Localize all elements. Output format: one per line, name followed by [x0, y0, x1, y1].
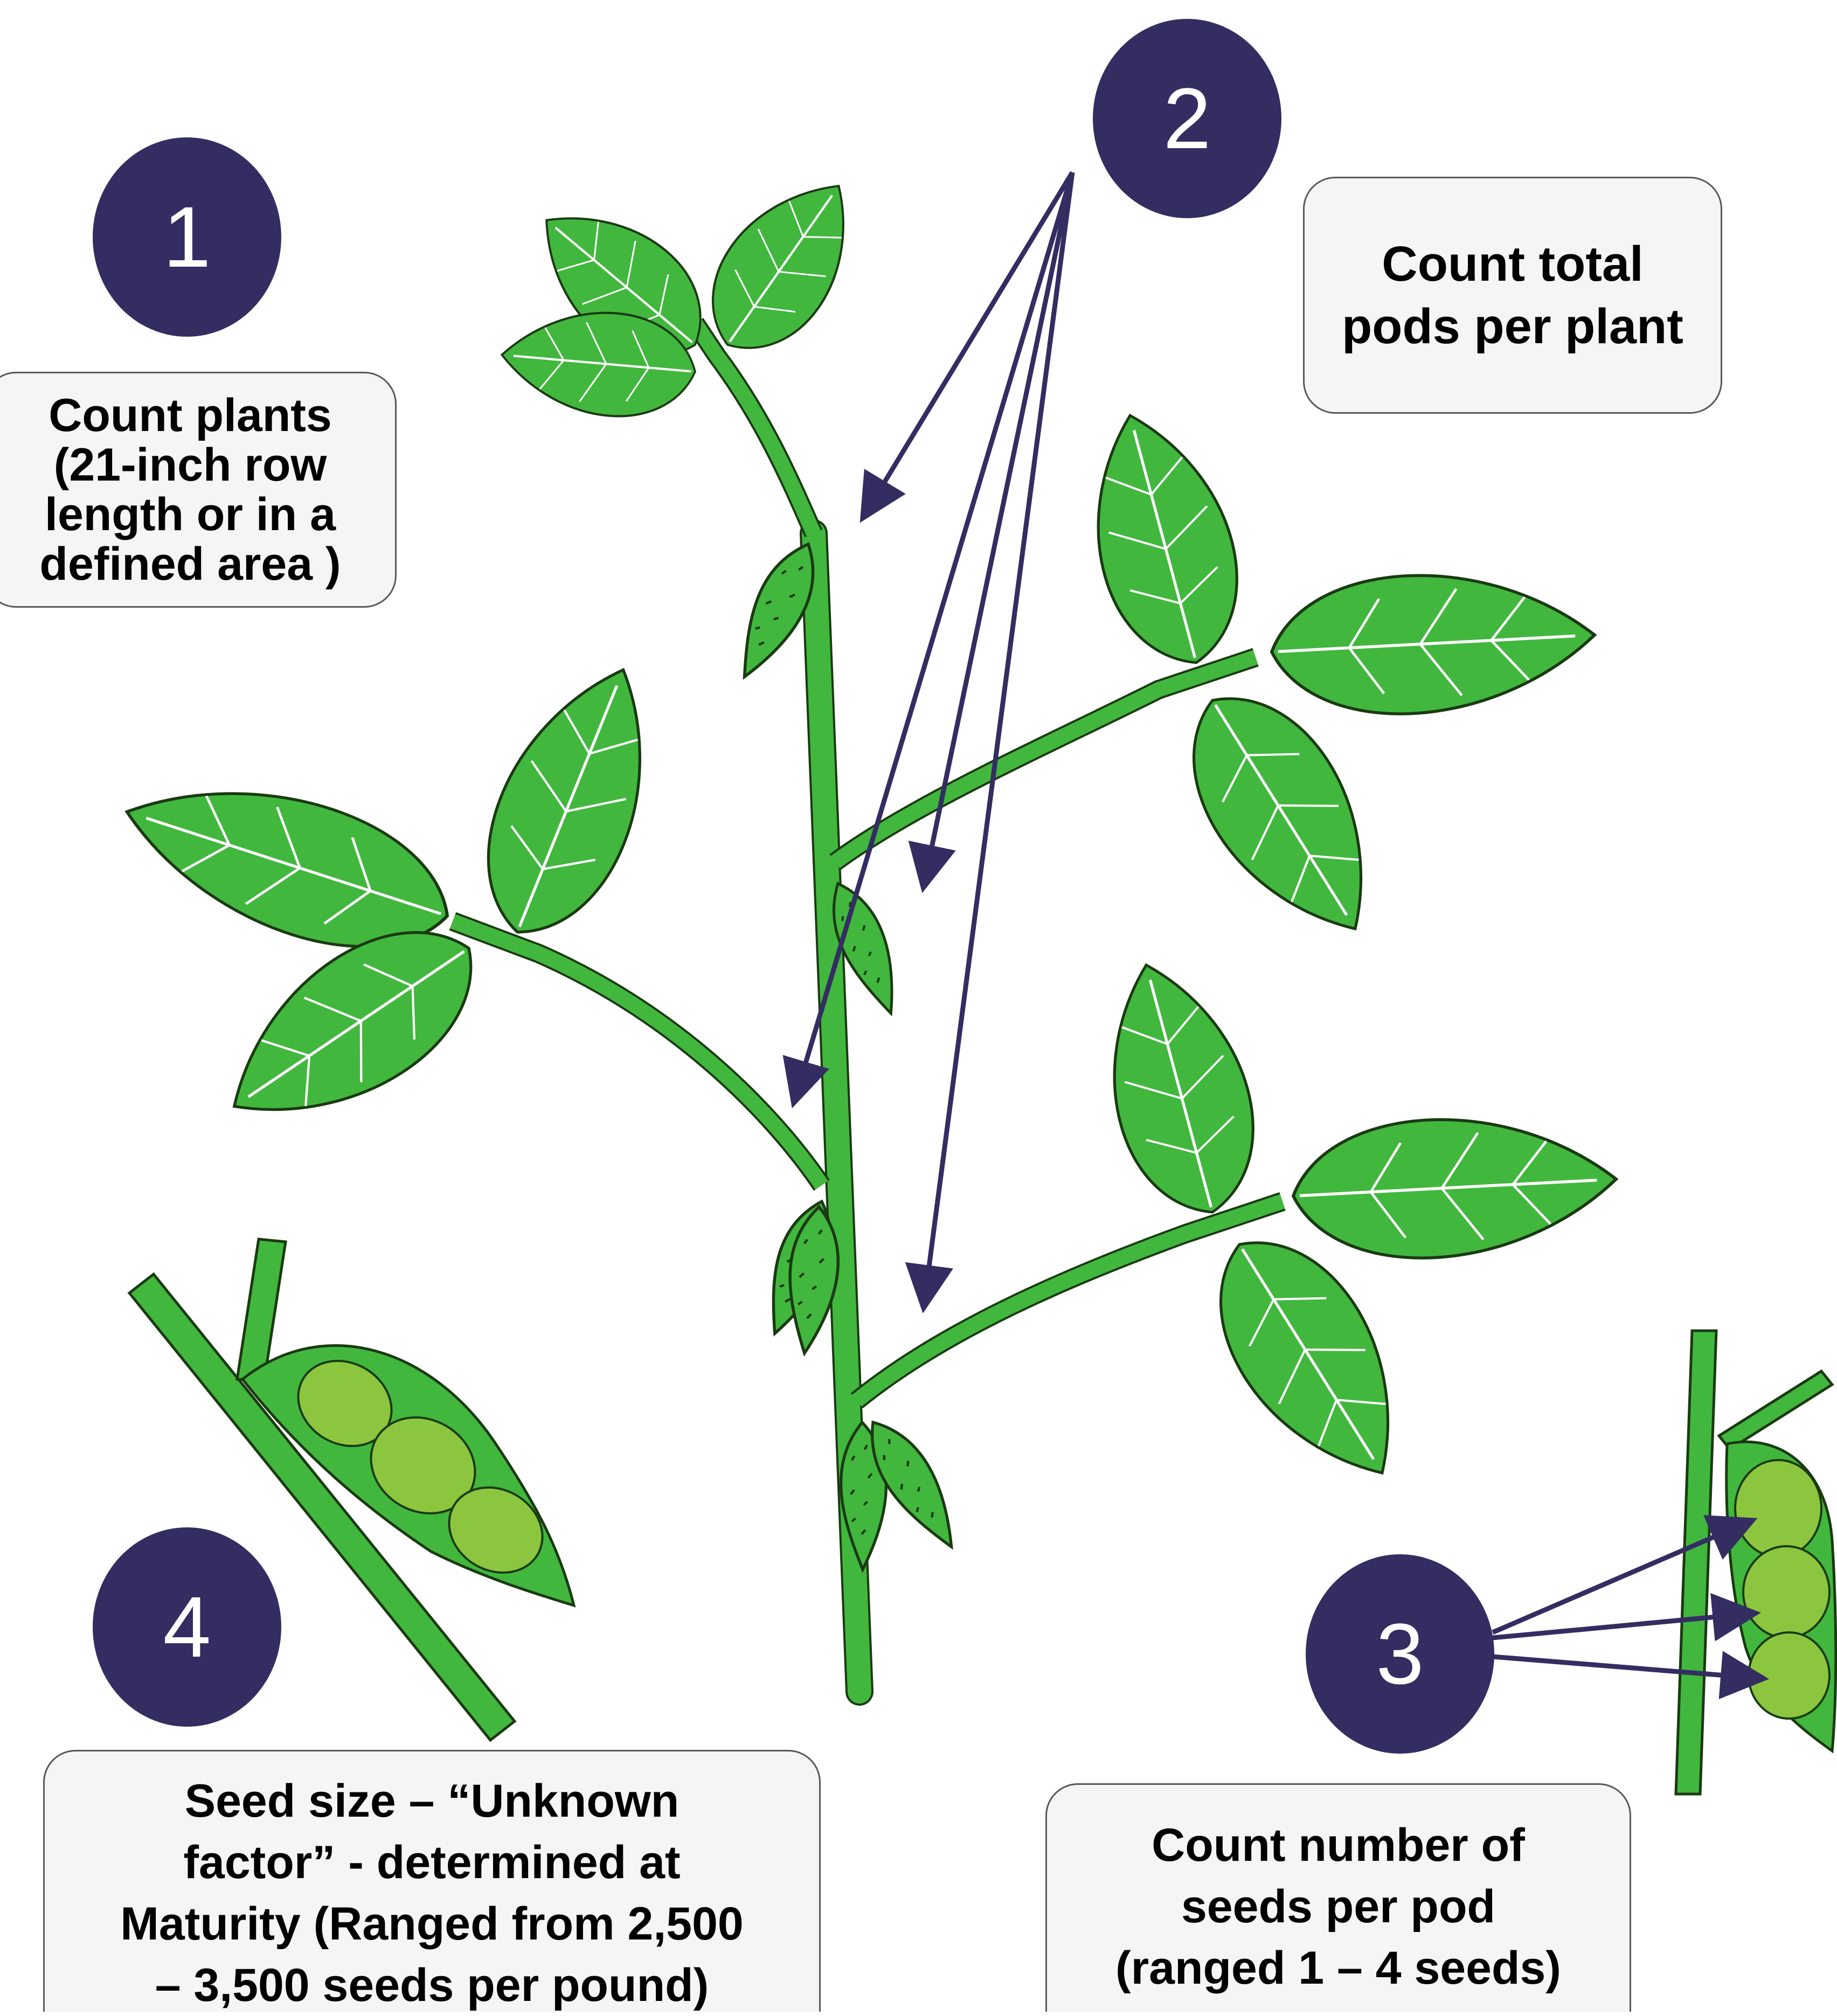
- step-3-line-1: Count number of: [1152, 1815, 1525, 1876]
- step-1-description: Count plants (21-inch row length or in a…: [0, 372, 397, 608]
- step-2-line-1: Count total: [1382, 233, 1643, 295]
- step-1-line-3: length or in a: [45, 490, 336, 539]
- step-3-line-2: seeds per pod: [1181, 1876, 1495, 1937]
- step-2-badge: 2: [1093, 19, 1281, 218]
- step-3-line-3: (ranged 1 – 4 seeds): [1115, 1937, 1561, 1999]
- step-4-line-4: – 3,500 seeds per pound): [155, 1955, 709, 2016]
- step-4-badge: 4: [93, 1527, 281, 1727]
- seed-count-arrows: [1493, 1522, 1759, 1678]
- open-pod-seeds-per-pod: [1676, 1331, 1836, 1794]
- step-1-line-4: defined area ): [39, 539, 341, 589]
- step-2-line-2: pods per plant: [1342, 295, 1683, 358]
- step-4-description: Seed size – “Unknown factor” - determine…: [43, 1750, 821, 2012]
- step-4-line-1: Seed size – “Unknown: [185, 1770, 680, 1832]
- step-3-description: Count number of seeds per pod (ranged 1 …: [1045, 1783, 1631, 2012]
- step-1-badge: 1: [93, 137, 281, 337]
- step-4-line-2: factor” - determined at: [183, 1832, 680, 1893]
- step-1-line-1: Count plants: [48, 391, 332, 440]
- step-2-description: Count total pods per plant: [1303, 177, 1722, 414]
- step-1-line-2: (21-inch row: [54, 440, 327, 490]
- step-4-line-3: Maturity (Ranged from 2,500: [120, 1893, 743, 1955]
- step-3-badge: 3: [1306, 1554, 1494, 1754]
